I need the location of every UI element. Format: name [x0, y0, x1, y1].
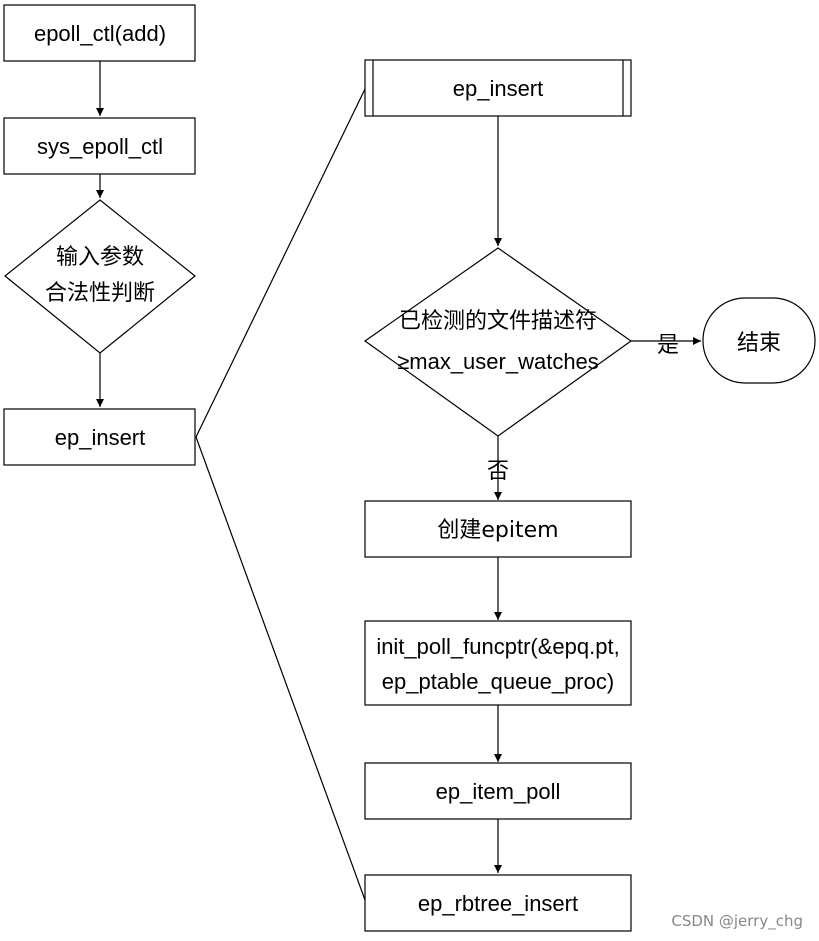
node-ep-rbtree-insert-label: ep_rbtree_insert	[418, 891, 578, 916]
node-watch-limit-decision: 已检测的文件描述符 ≥max_user_watches	[363, 247, 633, 437]
node-epoll-ctl-label: epoll_ctl(add)	[34, 21, 166, 46]
node-sys-epoll-ctl: sys_epoll_ctl	[3, 117, 196, 175]
node-create-epitem-label: 创建epitem	[437, 518, 558, 543]
node-ep-item-poll-label: ep_item_poll	[436, 779, 561, 804]
node-create-epitem: 创建epitem	[364, 500, 632, 558]
node-epoll-ctl: epoll_ctl(add)	[3, 4, 196, 62]
node-sys-epoll-ctl-label: sys_epoll_ctl	[37, 134, 163, 159]
node-validate-decision: 输入参数 合法性判断	[4, 199, 196, 354]
node-ep-insert-title-label: ep_insert	[453, 76, 544, 101]
validate-label-line2: 合法性判断	[45, 281, 155, 306]
node-ep-insert-left: ep_insert	[3, 408, 196, 466]
edge-no-label: 否	[487, 459, 509, 484]
check-label-line2: ≥max_user_watches	[397, 349, 599, 374]
init-label-line1: init_poll_funcptr(&epq.pt,	[376, 634, 619, 659]
validate-label-line1: 输入参数	[56, 245, 144, 270]
check-label-line1: 已检测的文件描述符	[399, 309, 597, 334]
node-ep-rbtree-insert: ep_rbtree_insert	[364, 874, 632, 932]
edge-yes-label: 是	[657, 333, 679, 358]
node-ep-insert-subprocess: ep_insert	[364, 59, 632, 117]
node-end-label: 结束	[737, 331, 781, 356]
node-ep-insert-left-label: ep_insert	[55, 425, 146, 450]
expand-line-top	[195, 88, 366, 438]
expand-line-bottom	[195, 436, 366, 901]
node-end-terminator: 结束	[702, 297, 816, 384]
node-ep-item-poll: ep_item_poll	[364, 762, 632, 820]
init-label-line2: ep_ptable_queue_proc)	[382, 669, 614, 694]
watermark-text: CSDN @jerry_chg	[671, 912, 803, 931]
node-init-poll-funcptr: init_poll_funcptr(&epq.pt, ep_ptable_que…	[364, 620, 632, 706]
